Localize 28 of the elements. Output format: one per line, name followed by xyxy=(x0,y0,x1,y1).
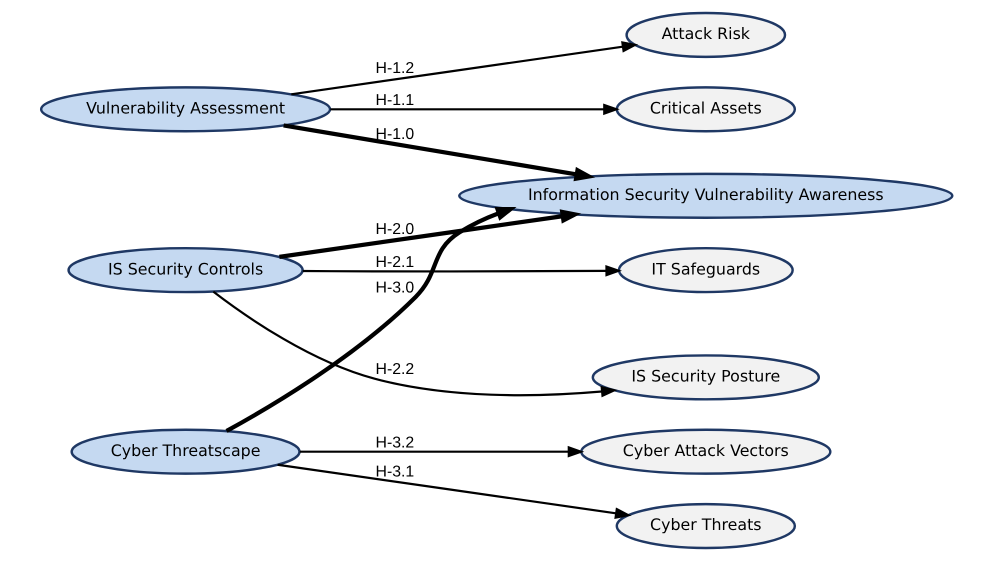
edge-label: H-1.2 xyxy=(375,60,414,78)
arrow xyxy=(282,123,595,182)
arrow xyxy=(290,41,638,96)
arrow xyxy=(276,464,632,519)
arrow xyxy=(278,209,581,259)
arrow xyxy=(225,207,516,433)
node-ellipse: Attack Risk xyxy=(624,12,786,58)
arrow xyxy=(330,103,620,116)
node-ellipse: Critical Assets xyxy=(615,86,796,132)
arrow xyxy=(299,446,584,458)
edge-label: H-3.2 xyxy=(375,434,414,452)
node-ellipse: Vulnerability Assessment xyxy=(39,86,331,132)
node-ellipse: IS Security Posture xyxy=(591,354,820,401)
node-ellipse: IT Safeguards xyxy=(617,246,794,294)
arrow xyxy=(212,290,618,398)
edge-label: H-2.0 xyxy=(375,221,414,238)
edge-label: H-3.0 xyxy=(375,280,414,297)
node-ellipse: Cyber Attack Vectors xyxy=(580,428,832,475)
node-ellipse: Cyber Threats xyxy=(615,502,796,550)
node-ellipse: IS Security Controls xyxy=(66,246,304,294)
edge-label: H-2.2 xyxy=(375,361,414,378)
edge-label: H-2.1 xyxy=(375,254,414,271)
node-ellipse: Cyber Threatscape xyxy=(70,428,300,475)
node-ellipse: Information Security Vulnerability Awareness xyxy=(458,172,954,219)
edge-label: H-1.1 xyxy=(375,92,414,109)
edge-label: H-1.0 xyxy=(375,126,414,144)
arrow xyxy=(302,265,622,277)
edge-label: H-3.1 xyxy=(375,464,414,481)
